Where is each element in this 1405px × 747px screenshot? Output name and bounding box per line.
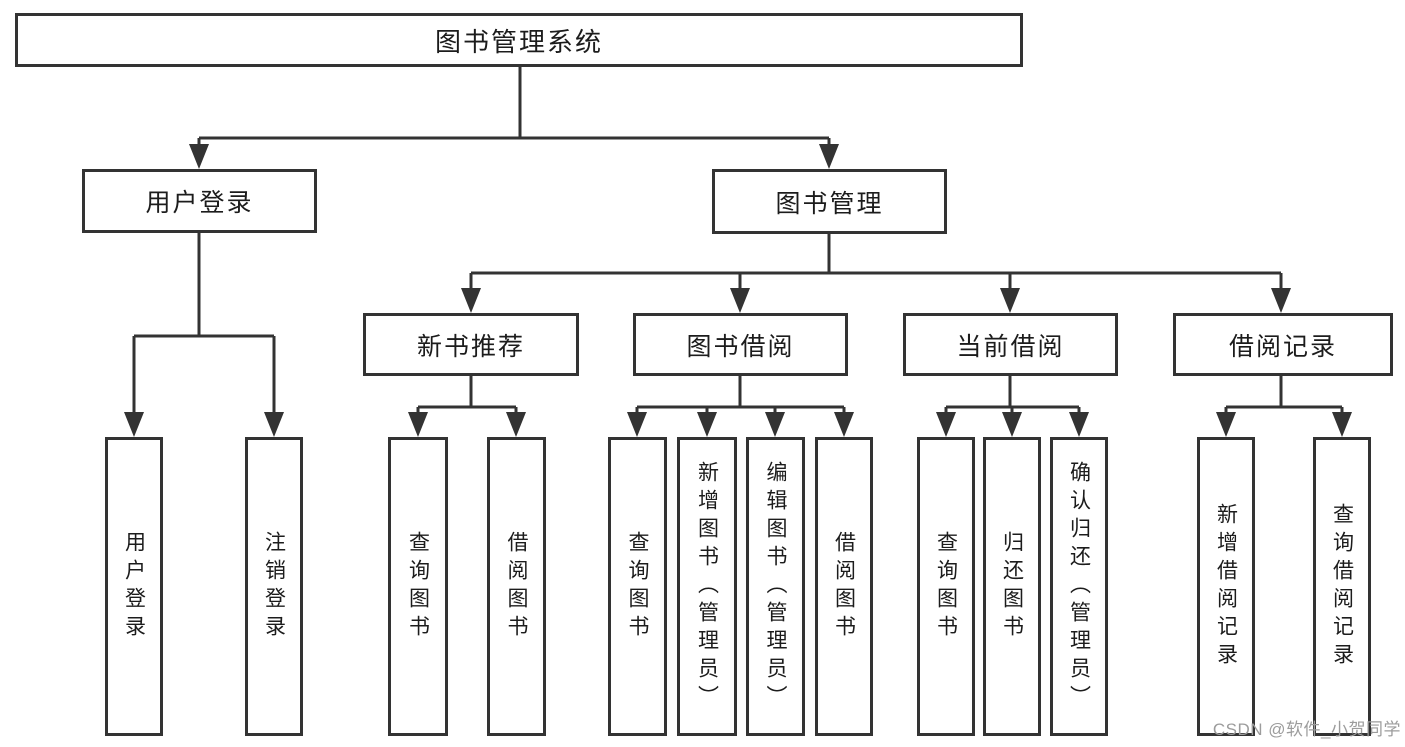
node-library-management-system: 图书管理系统 [15, 13, 1023, 67]
leaf-return-books: 归还图书 [983, 437, 1041, 736]
leaf-add-books-admin: 新增图书（管理员） [677, 437, 737, 736]
leaf-edit-books-admin-label: 编辑图书（管理员） [764, 460, 787, 713]
leaf-confirm-return-admin: 确认归还（管理员） [1050, 437, 1108, 736]
leaf-add-books-admin-label: 新增图书（管理员） [695, 460, 719, 713]
leaf-user-login: 用户登录 [105, 437, 163, 736]
leaf-borrow-books-recommend-label: 借阅图书 [505, 530, 528, 643]
leaf-query-books-current: 查询图书 [917, 437, 975, 736]
leaf-query-borrow-record-label: 查询借阅记录 [1330, 502, 1354, 671]
node-book-borrow: 图书借阅 [633, 313, 848, 376]
node-new-book-recommend: 新书推荐 [363, 313, 579, 376]
leaf-query-books-borrow-label: 查询图书 [626, 530, 649, 643]
leaf-add-borrow-record-label: 新增借阅记录 [1214, 502, 1238, 671]
leaf-borrow-books: 借阅图书 [815, 437, 873, 736]
csdn-watermark: CSDN @软件_小贺同学 [1212, 720, 1401, 739]
leaf-add-borrow-record: 新增借阅记录 [1197, 437, 1255, 736]
leaf-user-login-label: 用户登录 [122, 530, 146, 643]
node-current-borrow: 当前借阅 [903, 313, 1118, 376]
leaf-borrow-books-label: 借阅图书 [832, 530, 856, 643]
leaf-confirm-return-admin-label: 确认归还（管理员） [1067, 460, 1091, 713]
leaf-query-books-recommend: 查询图书 [388, 437, 448, 736]
leaf-return-books-label: 归还图书 [1000, 530, 1024, 643]
leaf-query-books-recommend-label: 查询图书 [406, 530, 430, 643]
leaf-logout: 注销登录 [245, 437, 303, 736]
node-borrow-records: 借阅记录 [1173, 313, 1393, 376]
node-user-login: 用户登录 [82, 169, 317, 233]
leaf-borrow-books-recommend: 借阅图书 [487, 437, 546, 736]
leaf-logout-label: 注销登录 [262, 530, 286, 643]
leaf-query-books-borrow: 查询图书 [608, 437, 667, 736]
leaf-query-books-current-label: 查询图书 [934, 530, 958, 643]
node-book-management: 图书管理 [712, 169, 947, 234]
leaf-edit-books-admin: 编辑图书（管理员） [746, 437, 805, 736]
leaf-query-borrow-record: 查询借阅记录 [1313, 437, 1371, 736]
